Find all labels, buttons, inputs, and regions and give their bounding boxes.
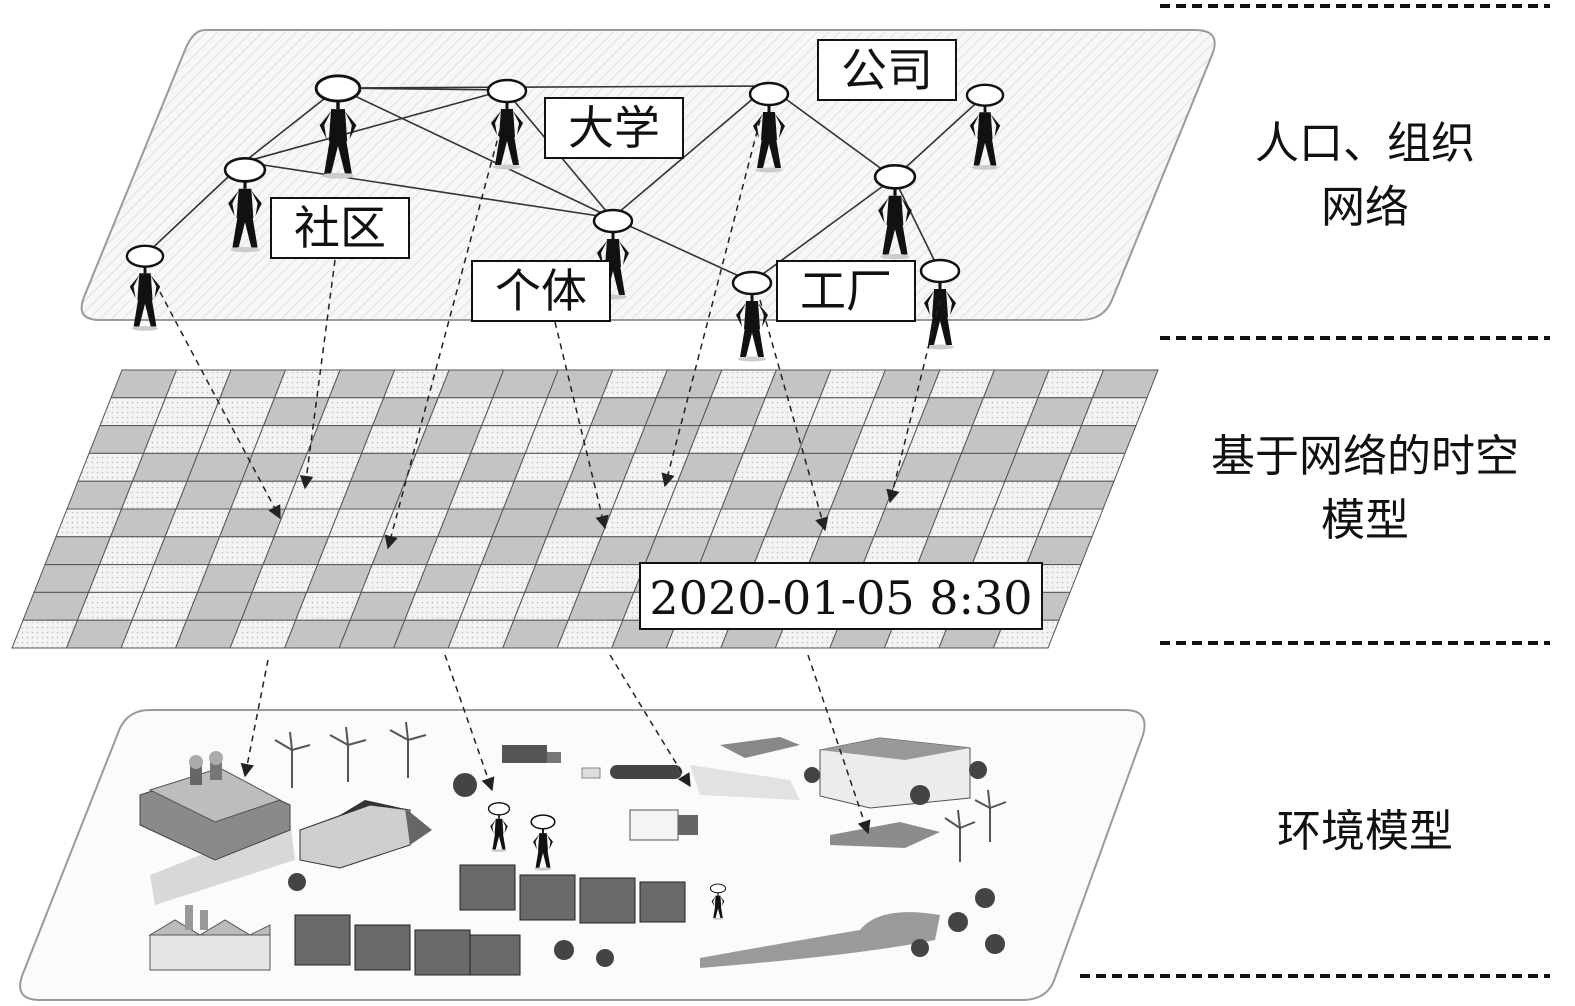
tag-company: 公司 [817, 39, 957, 101]
tag-individual-label: 个体 [495, 264, 587, 318]
tag-factory-label: 工厂 [800, 264, 892, 318]
tag-university: 大学 [544, 97, 684, 159]
road [690, 765, 800, 800]
townhouse-building [299, 800, 432, 869]
spatiotemporal-layer-label: 基于网络的时空 模型 [1165, 425, 1565, 553]
spatiotemporal-label-line1: 基于网络的时空 [1211, 431, 1519, 482]
timestamp-box: 2020-01-05 8:30 [639, 562, 1043, 630]
trees [288, 761, 1005, 967]
person-icon [919, 258, 961, 351]
grid-cell [1025, 536, 1093, 566]
grid-cell [1058, 452, 1126, 482]
mapping-arrows [159, 119, 941, 835]
tag-university-label: 大学 [568, 101, 660, 155]
network-label-line2: 网络 [1321, 181, 1409, 233]
network-layer-label: 人口、组织 网络 [1215, 112, 1515, 240]
environment-layer [19, 709, 1146, 1001]
timestamp-label: 2020-01-05 8:30 [649, 571, 1032, 625]
tanker-truck-icon [610, 765, 682, 779]
factory-building [139, 751, 291, 861]
truck-icon [502, 745, 561, 763]
ground-shadow [700, 912, 940, 968]
grid-cell [1047, 480, 1115, 510]
tag-community-label: 社区 [294, 201, 386, 255]
environment-layer-label: 环境模型 [1215, 800, 1515, 864]
tag-factory: 工厂 [776, 260, 916, 322]
person-icon [731, 270, 773, 363]
warehouse-building [720, 737, 971, 848]
apartment-blocks [294, 864, 686, 976]
grid-cell [1069, 425, 1137, 454]
small-sign [581, 767, 601, 779]
grid-cell [1036, 508, 1104, 538]
grid-cell [1091, 369, 1159, 399]
network-label-line1: 人口、组织 [1255, 118, 1475, 169]
network-layer: 公司 大学 社区 个体 工厂 [80, 29, 1216, 363]
tag-community: 社区 [270, 197, 410, 259]
box-truck-icon [629, 809, 698, 841]
network-edges [144, 85, 985, 283]
grid-cell [1080, 397, 1148, 427]
tag-company-label: 公司 [841, 43, 933, 97]
spatiotemporal-label-line2: 模型 [1321, 494, 1409, 546]
wind-turbines [274, 721, 1007, 862]
tag-individual: 个体 [471, 260, 611, 322]
layer-separators [1080, 4, 1550, 978]
factory-building [148, 905, 271, 971]
environment-label: 环境模型 [1277, 806, 1453, 857]
